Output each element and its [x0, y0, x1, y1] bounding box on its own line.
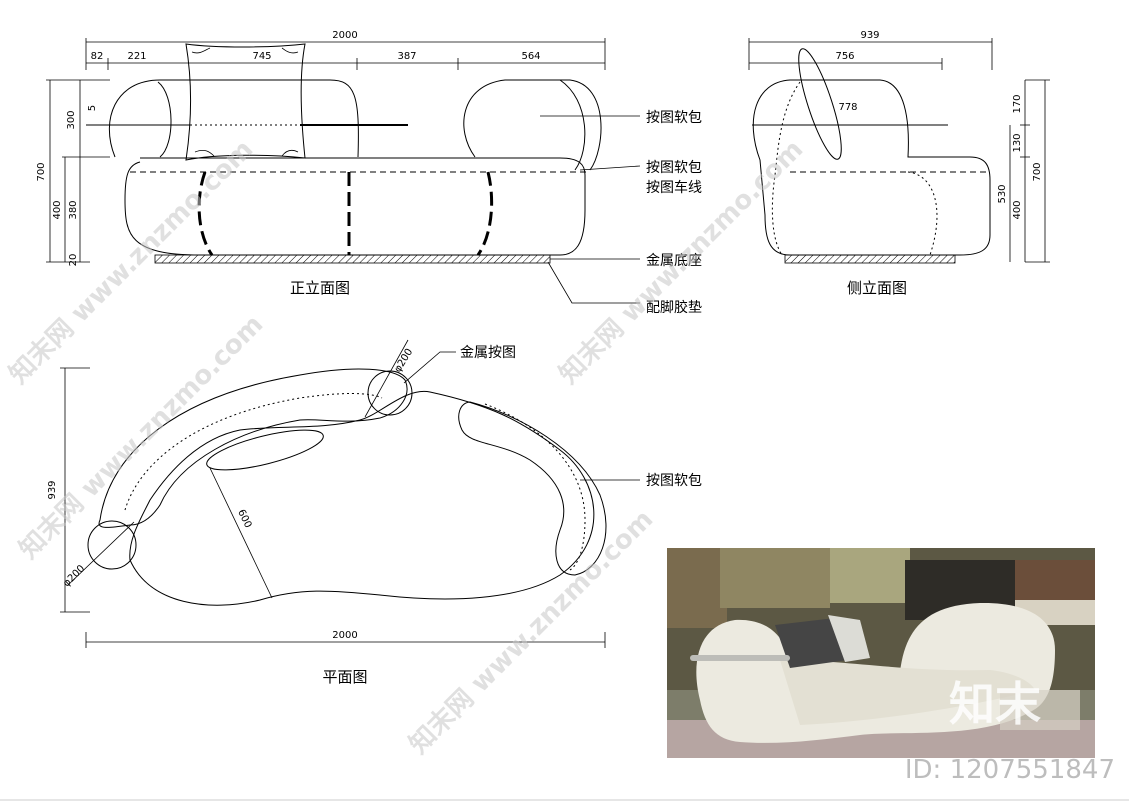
callout-foot-pad: 配脚胶垫 [646, 299, 702, 316]
side-dim-700: 700 [1032, 162, 1043, 181]
front-dim-400: 400 [52, 200, 63, 219]
side-dim-170: 170 [1012, 94, 1023, 113]
callouts: 按图软包 按图软包 按图车线 金属底座 配脚胶垫 [540, 110, 702, 316]
callout-soft-pack-2: 按图软包 [646, 160, 702, 176]
callout-metal-sphere: 金属按图 [460, 345, 516, 361]
plan-dim-939: 939 [47, 480, 58, 499]
callout-stitching: 按图车线 [646, 179, 702, 196]
front-dim-380: 380 [68, 200, 79, 219]
front-dim-221: 221 [127, 51, 146, 62]
front-dim-5: 5 [87, 105, 98, 111]
side-dim-530: 530 [997, 184, 1008, 203]
plan-dim-2000: 2000 [332, 630, 357, 641]
callout-soft-pack-1: 按图软包 [646, 110, 702, 126]
side-view-caption: 侧立面图 [847, 279, 907, 297]
front-dim-82: 82 [91, 51, 104, 62]
side-dim-778: 778 [838, 102, 857, 113]
id-watermark: ID: 1207551847 [905, 755, 1115, 785]
callout-metal-base: 金属底座 [646, 253, 702, 269]
front-dim-20: 20 [68, 254, 79, 267]
front-dim-564: 564 [521, 51, 540, 62]
front-dim-745: 745 [252, 51, 271, 62]
front-view-caption: 正立面图 [290, 279, 350, 297]
front-dim-total: 2000 [332, 30, 357, 41]
front-dim-300: 300 [66, 110, 77, 129]
plan-dim-phi-top: φ200 [392, 347, 415, 375]
side-dim-939: 939 [860, 30, 879, 41]
side-dim-400: 400 [1012, 200, 1023, 219]
callout-soft-pack-plan: 按图软包 [646, 473, 702, 489]
photo-logo: 知末 [949, 677, 1041, 731]
sofa-photo: 知末 [667, 548, 1095, 758]
plan-view: 939 2000 600 φ200 φ200 金属按图 按图软包 [47, 339, 702, 648]
front-elevation: 2000 82 221 745 387 564 700 300 400 380 … [36, 30, 606, 267]
side-dim-130: 130 [1012, 133, 1023, 152]
plan-view-caption: 平面图 [322, 668, 367, 686]
side-dim-756: 756 [835, 51, 854, 62]
watermark-3: 知末网 www.znzmo.com [404, 504, 659, 759]
front-dim-387: 387 [397, 51, 416, 62]
front-dim-700: 700 [36, 162, 47, 181]
side-elevation: 939 756 778 700 170 130 400 530 [748, 30, 1050, 264]
